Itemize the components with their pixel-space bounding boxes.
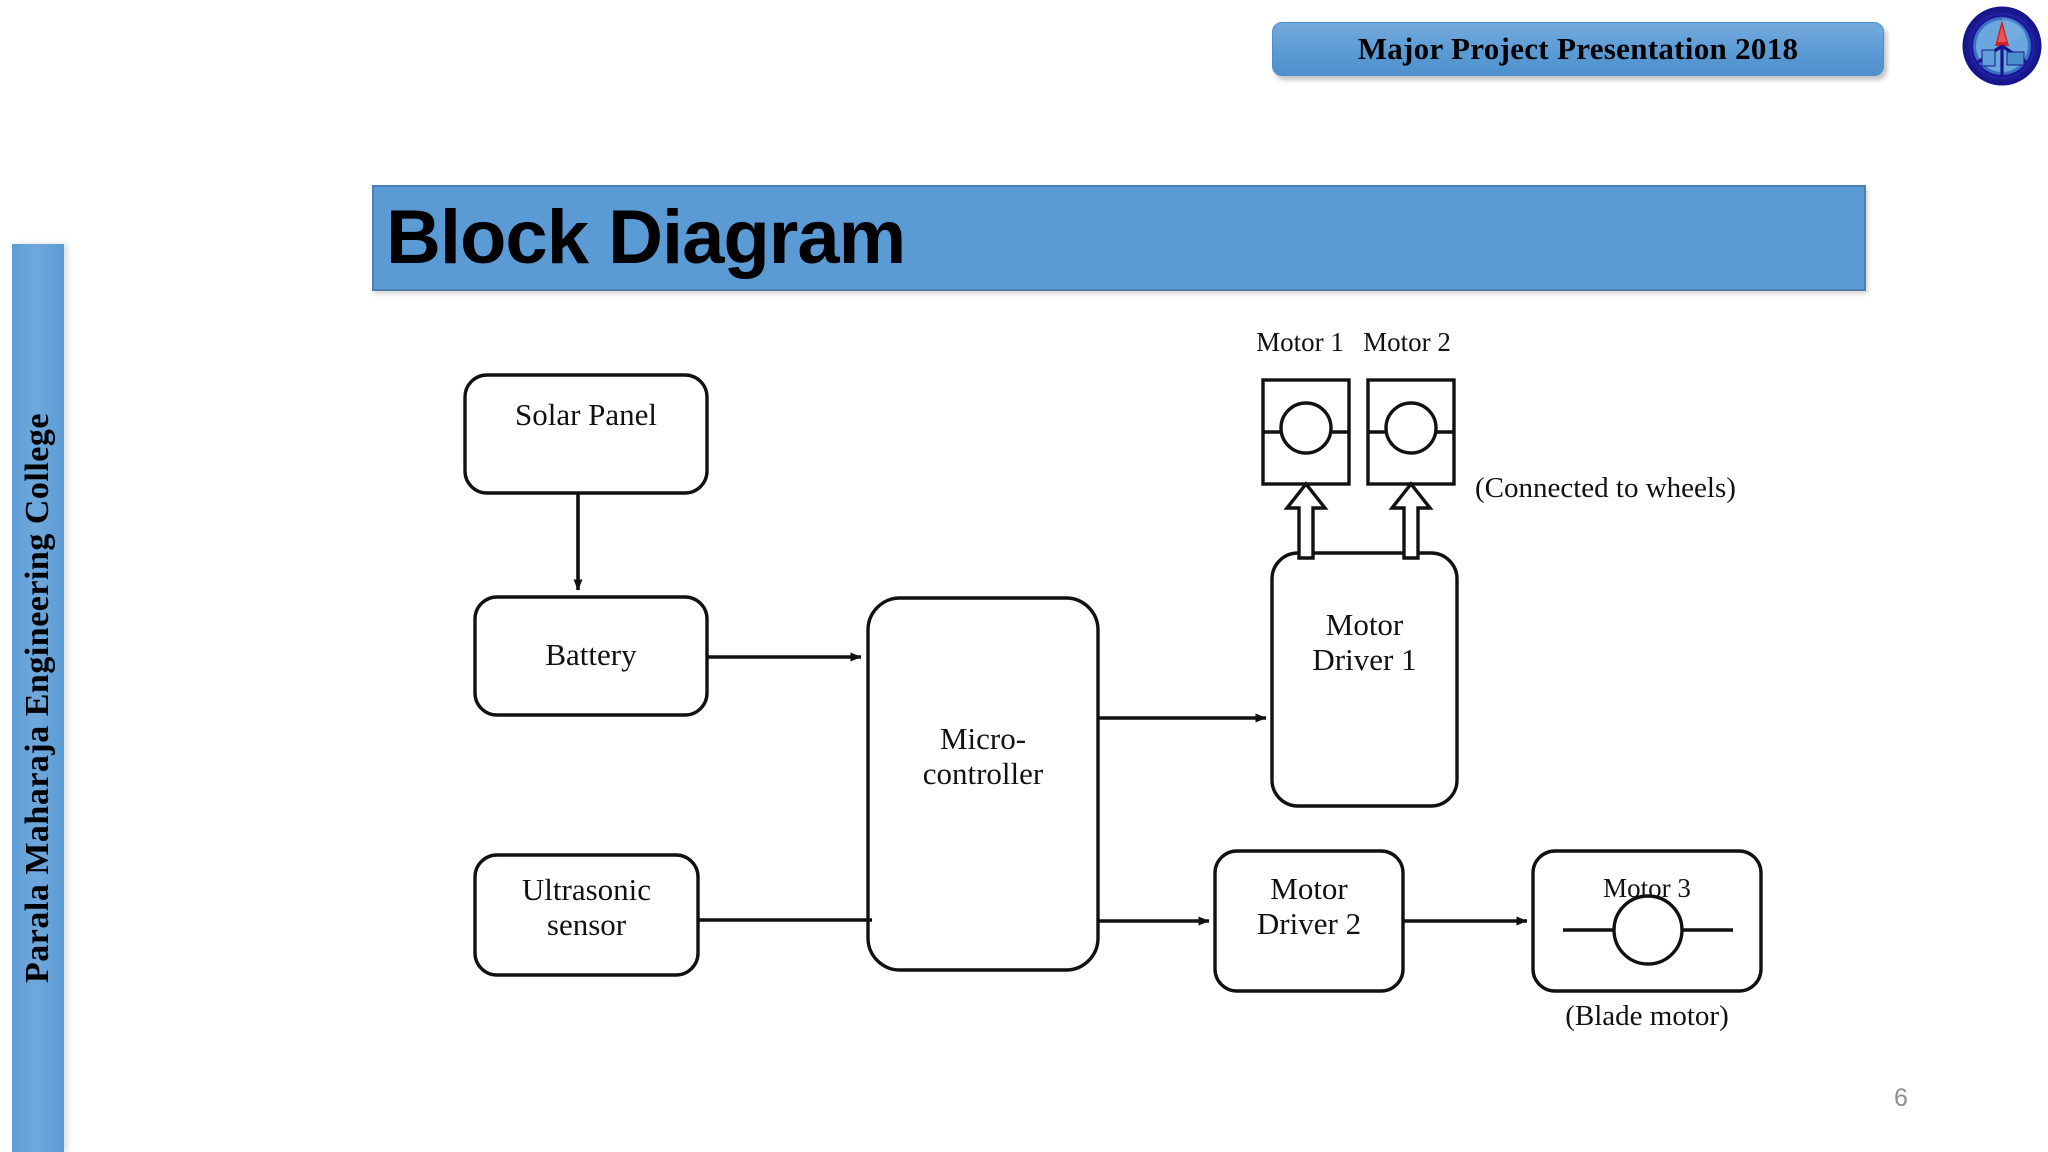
- node-label-motor-driver-2: Motor Driver 2: [1256, 871, 1362, 941]
- annotation-motor-1: Motor 1: [1256, 327, 1344, 357]
- page-title: Block Diagram: [386, 195, 906, 280]
- header-banner: Major Project Presentation 2018: [1272, 22, 1884, 76]
- annotation-motor-2: Motor 2: [1363, 327, 1451, 357]
- page-number: 6: [1894, 1084, 1908, 1112]
- node-motor-2: [1366, 378, 1456, 486]
- node-label-solar-panel: Solar Panel: [514, 397, 658, 432]
- annotation-blade-motor: (Blade motor): [1565, 1000, 1729, 1032]
- motor-3-symbol: [1563, 894, 1733, 966]
- node-solar-panel: [463, 373, 709, 495]
- node-label-microcontroller: Micro- controller: [922, 721, 1044, 791]
- header-banner-title: Major Project Presentation 2018: [1357, 31, 1799, 66]
- college-seal-icon: [1962, 6, 2042, 86]
- edge-driver-1-to-motor-2: [1388, 481, 1434, 560]
- node-motor-1: [1261, 378, 1351, 486]
- annotation-connected-to-wheels: (Connected to wheels): [1475, 472, 1736, 504]
- sidebar-college-banner: Parala Maharaja Engineering College: [12, 244, 64, 1152]
- node-label-motor-driver-1: Motor Driver 1: [1312, 607, 1417, 677]
- node-motor-driver-1: [1270, 551, 1459, 808]
- edge-driver-1-to-motor-1: [1283, 481, 1329, 560]
- node-label-motor-3: Motor 3: [1603, 873, 1691, 903]
- slide-title-bar: Block Diagram: [372, 185, 1866, 291]
- node-motor-3: [1531, 849, 1763, 993]
- node-label-ultrasonic-sensor: Ultrasonic sensor: [521, 872, 652, 942]
- sidebar-college-name: Parala Maharaja Engineering College: [19, 413, 56, 983]
- node-label-battery: Battery: [545, 637, 637, 672]
